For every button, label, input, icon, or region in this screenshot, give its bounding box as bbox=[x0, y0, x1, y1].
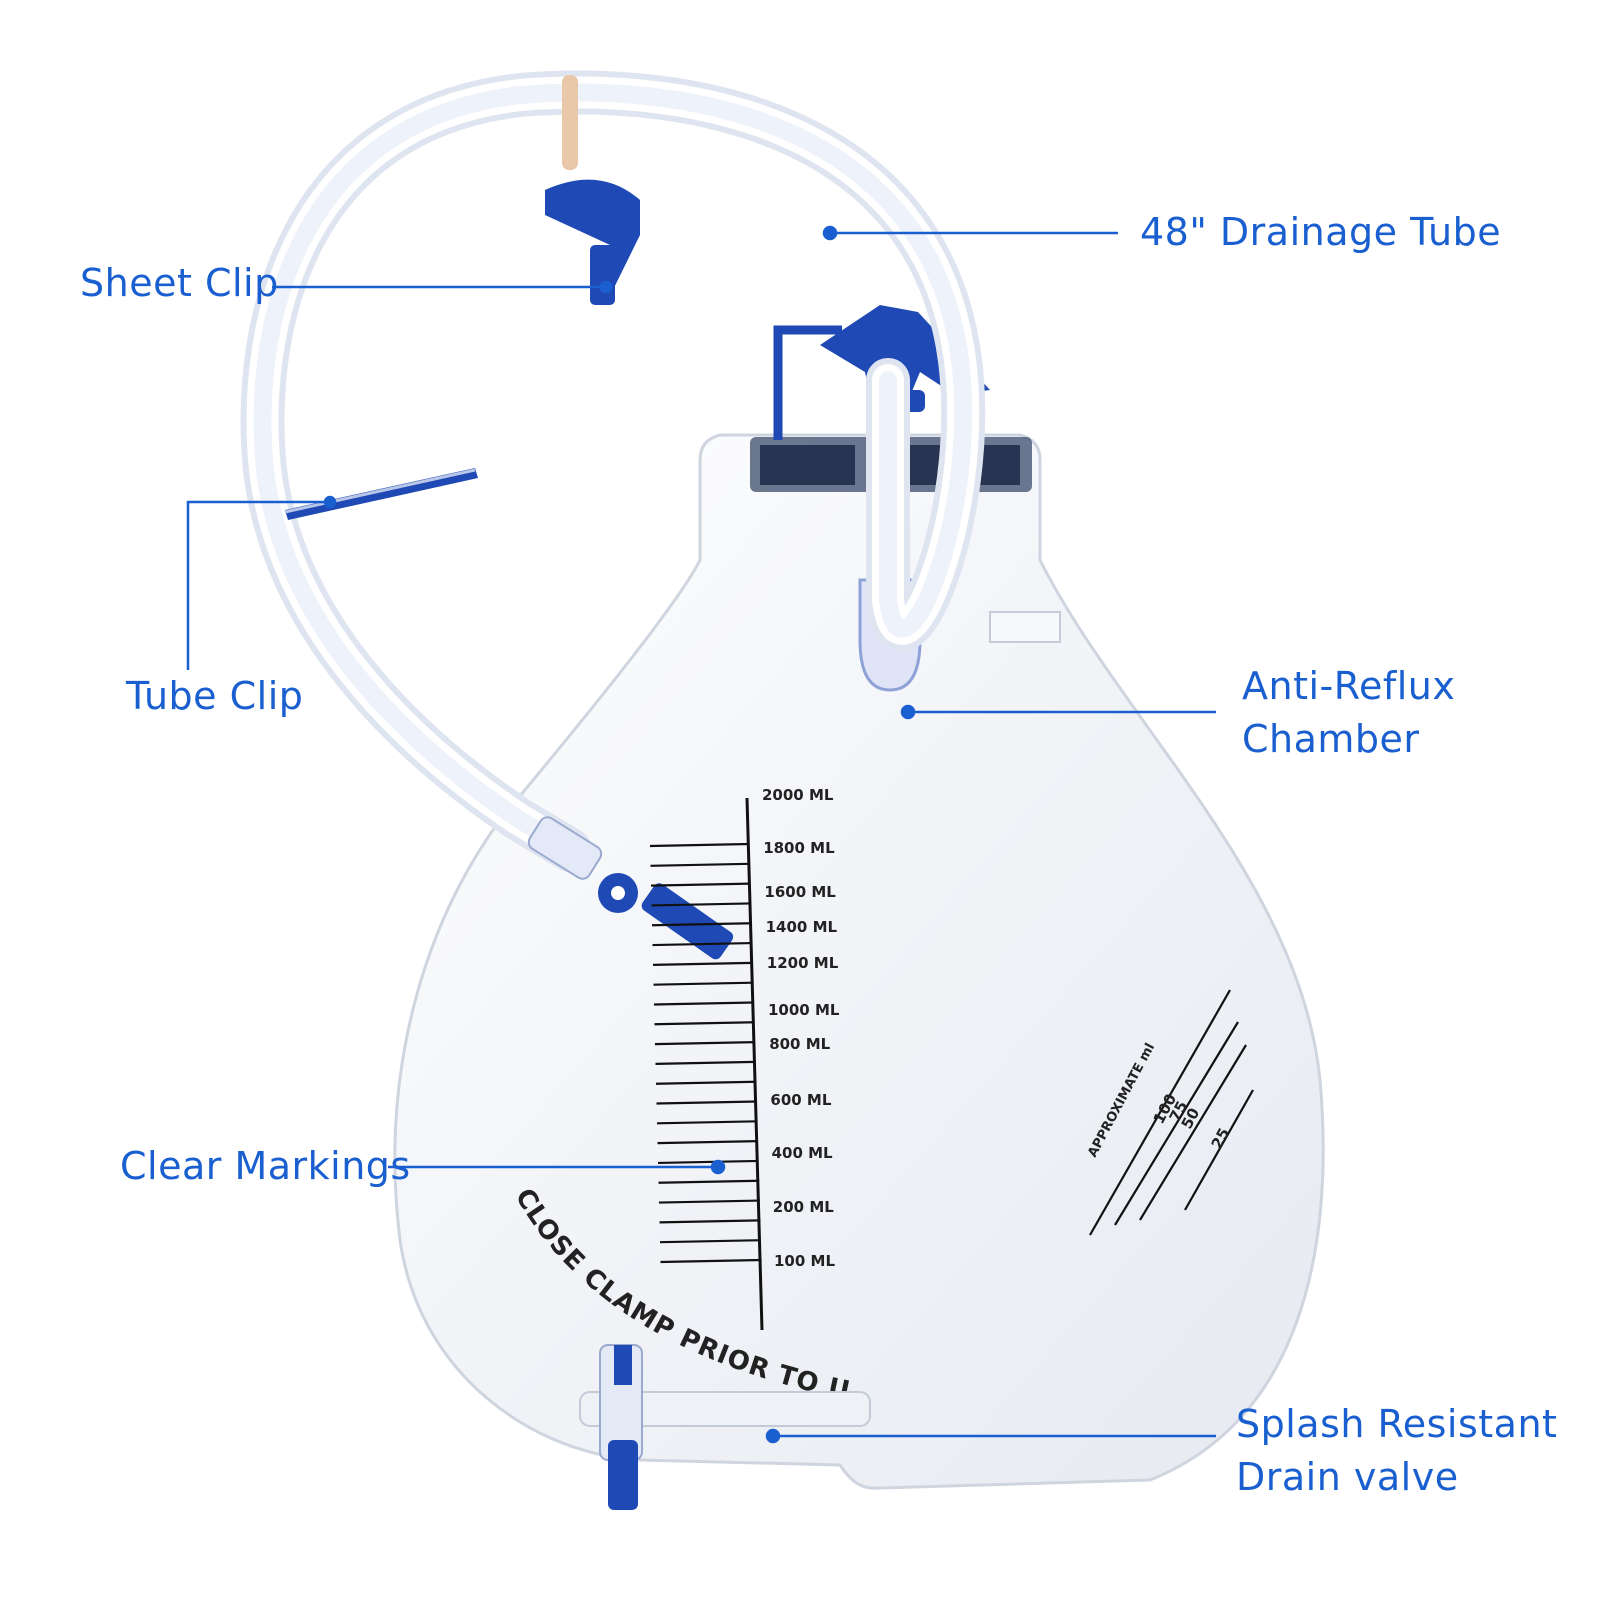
graduation-tick bbox=[653, 1001, 754, 1006]
callout-drain-valve: Splash Resistant Drain valve bbox=[1236, 1398, 1557, 1504]
callout-anti-reflux-line2: Chamber bbox=[1242, 717, 1420, 761]
leader-lines bbox=[186, 225, 1216, 1444]
callout-drain-valve-line1: Splash Resistant bbox=[1236, 1402, 1558, 1446]
graduation-label: 1800 ML bbox=[763, 839, 835, 857]
graduation-tick bbox=[657, 1140, 759, 1145]
approx-scale-line bbox=[1089, 989, 1231, 1236]
graduation-scale bbox=[649, 797, 764, 1331]
graduation-tick bbox=[656, 1100, 757, 1105]
graduation-label: 600 ML bbox=[770, 1091, 831, 1109]
callout-drain-valve-line2: Drain valve bbox=[1236, 1455, 1459, 1499]
graduation-tick bbox=[658, 1199, 760, 1204]
callout-clear-markings-text: Clear Markings bbox=[120, 1144, 411, 1188]
graduation-tick bbox=[659, 1219, 761, 1224]
graduation-tick bbox=[649, 842, 750, 848]
graduation-label: 800 ML bbox=[769, 1035, 830, 1053]
graduation-tick bbox=[658, 1179, 760, 1184]
callout-drainage-tube-text: 48" Drainage Tube bbox=[1140, 210, 1502, 254]
bag-body bbox=[393, 433, 1325, 1490]
graduation-tick bbox=[656, 1120, 758, 1125]
graduation-tick bbox=[659, 1239, 762, 1244]
callout-anti-reflux: Anti-Reflux Chamber bbox=[1242, 660, 1455, 766]
approx-scale-line bbox=[1114, 1021, 1239, 1226]
graduation-label: 2000 ML bbox=[762, 786, 834, 804]
callout-tube-clip-text: Tube Clip bbox=[126, 674, 304, 718]
callout-sheet-clip-text: Sheet Clip bbox=[80, 261, 279, 305]
graduation-label: 1400 ML bbox=[766, 918, 838, 936]
graduation-tick bbox=[651, 922, 752, 927]
drainage-tube-icon bbox=[240, 70, 986, 872]
drain-valve-icon bbox=[579, 1344, 871, 1510]
callout-tube-clip: Tube Clip bbox=[126, 670, 303, 723]
tube-clip-icon bbox=[284, 468, 478, 520]
graduation-tick bbox=[660, 1258, 762, 1264]
approx-scale-line bbox=[1139, 1044, 1247, 1221]
approx-scale-line bbox=[1184, 1089, 1254, 1211]
graduation-label: 200 ML bbox=[773, 1198, 834, 1216]
graduation-tick bbox=[650, 882, 751, 887]
graduation-tick bbox=[654, 1021, 755, 1026]
graduation-label: 1200 ML bbox=[767, 954, 839, 972]
graduation-label: 400 ML bbox=[772, 1144, 833, 1162]
graduation-tick bbox=[652, 961, 753, 966]
callout-drainage-tube: 48" Drainage Tube bbox=[1140, 206, 1501, 259]
graduation-tick bbox=[654, 1040, 756, 1046]
graduation-tick bbox=[655, 1060, 756, 1066]
callout-anti-reflux-line1: Anti-Reflux bbox=[1242, 664, 1456, 708]
graduation-label: 1000 ML bbox=[768, 1001, 840, 1019]
graduation-labels: 2000 ML 1800 ML 1600 ML 1400 ML 1200 ML 1000 … bbox=[762, 786, 840, 1270]
graduation-tick bbox=[651, 902, 751, 907]
graduation-tick bbox=[650, 862, 750, 867]
sheet-clip-icon bbox=[545, 75, 640, 305]
callout-clear-markings: Clear Markings bbox=[120, 1140, 411, 1193]
callout-sheet-clip: Sheet Clip bbox=[80, 257, 279, 310]
graduation-tick bbox=[652, 941, 753, 947]
sampling-port-icon bbox=[527, 816, 734, 960]
graduation-tick bbox=[657, 1159, 759, 1165]
graduation-label: 100 ML bbox=[774, 1252, 835, 1270]
graduation-tick bbox=[655, 1080, 757, 1085]
graduation-tick bbox=[653, 981, 754, 986]
graduation-label: 1600 ML bbox=[764, 883, 836, 901]
